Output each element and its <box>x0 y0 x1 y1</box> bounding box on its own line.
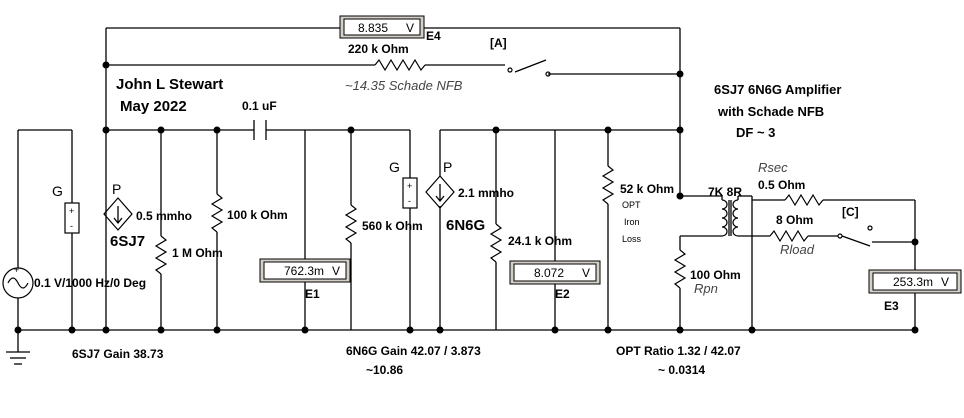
wiring <box>17 27 916 352</box>
output-transformer[interactable] <box>721 199 739 237</box>
meter-e1-value: 762.3m <box>284 264 324 278</box>
meter-e3-value: 253.3m <box>893 275 933 289</box>
meter-e2-value: 8.072 <box>534 266 564 280</box>
s1-probe-plus: + <box>69 206 74 216</box>
switch-a[interactable] <box>507 67 551 77</box>
stage1-p-label: P <box>112 181 121 197</box>
resistor-rload[interactable] <box>769 229 809 243</box>
iron-loss-line2: Iron <box>624 217 640 227</box>
resistor-24k-label: 24.1 k Ohm <box>508 234 572 248</box>
resistor-rsec[interactable] <box>784 193 824 207</box>
meter-e2[interactable]: 8.072 V <box>509 260 601 285</box>
meter-e4[interactable]: 8.835 V <box>339 15 425 39</box>
ac-source[interactable]: + 0.1 V/1000 Hz/0 Deg <box>2 265 146 299</box>
stage2-gm-label: 2.1 mmho <box>458 186 514 200</box>
resistor-1m-label: 1 M Ohm <box>172 246 223 260</box>
meter-e1-name: E1 <box>305 287 320 301</box>
rload-value: 8 Ohm <box>776 213 813 227</box>
opt-ratio-label: 7K 8R <box>708 185 742 199</box>
resistor-52k[interactable] <box>601 165 615 205</box>
ground-icon <box>6 351 30 365</box>
stage2-gain: 6N6G Gain 42.07 / 3.873 <box>346 344 481 358</box>
meter-e1-unit: V <box>332 264 340 278</box>
opt-ratio-text: OPT Ratio 1.32 / 42.07 <box>616 344 741 358</box>
meter-e4-name: E4 <box>426 29 441 43</box>
s2-probe-plus: + <box>407 181 412 191</box>
stage1-current-source[interactable] <box>72 130 133 231</box>
author-date: May 2022 <box>120 98 187 115</box>
stage2-grid-probe[interactable]: + - <box>402 177 418 209</box>
resistor-100k-label: 100 k Ohm <box>227 208 288 222</box>
source-plus-sign: + <box>14 265 19 275</box>
title-line1: 6SJ7 6N6G Amplifier <box>714 82 841 97</box>
meter-e1[interactable]: 762.3m V <box>259 258 351 283</box>
meter-e3-name: E3 <box>884 299 899 313</box>
rpn-label: Rpn <box>694 281 718 296</box>
coupling-capacitor[interactable] <box>253 120 267 140</box>
stage2-g-label: G <box>389 159 400 175</box>
resistor-560k-label: 560 k Ohm <box>362 219 423 233</box>
resistor-24k[interactable] <box>489 223 503 263</box>
resistor-220k[interactable] <box>374 58 426 72</box>
s2-probe-minus: - <box>408 196 411 206</box>
meter-e2-name: E2 <box>555 287 570 301</box>
resistor-560k[interactable] <box>344 204 358 244</box>
resistor-52k-label: 52 k Ohm <box>620 182 674 196</box>
opt-ratio-sub: ~ 0.0314 <box>658 363 705 377</box>
author-name: John L Stewart <box>116 76 223 93</box>
switch-a-label: [A] <box>490 36 507 50</box>
resistor-1m[interactable] <box>154 235 168 275</box>
capacitor-label: 0.1 uF <box>242 99 277 113</box>
stage2-current-source[interactable] <box>425 175 455 209</box>
meter-e4-unit: V <box>406 21 414 35</box>
meter-e4-value: 8.835 <box>358 21 388 35</box>
stage1-grid-probe[interactable]: + - <box>64 202 80 234</box>
nfb-resistor-label: 220 k Ohm <box>348 42 409 56</box>
switch-c[interactable] <box>837 225 873 239</box>
rsec-value: 0.5 Ohm <box>758 178 805 192</box>
stage2-tube-label: 6N6G <box>446 217 485 234</box>
title-line2: with Schade NFB <box>717 104 824 119</box>
source-label: 0.1 V/1000 Hz/0 Deg <box>34 276 146 290</box>
switch-c-label: [C] <box>842 205 859 219</box>
rsec-label: Rsec <box>758 160 788 175</box>
iron-loss-line3: Loss <box>622 234 642 244</box>
resistor-100k[interactable] <box>210 193 224 233</box>
s1-probe-minus: - <box>70 221 73 231</box>
stage2-p-label: P <box>443 159 452 175</box>
junctions <box>14 61 919 334</box>
meter-e2-unit: V <box>582 266 590 280</box>
stage1-gm-label: 0.5 mmho <box>136 209 192 223</box>
stage1-g-label: G <box>52 183 63 199</box>
title-line3: DF ~ 3 <box>736 125 775 140</box>
stage1-tube-label: 6SJ7 <box>110 233 145 250</box>
rpn-value: 100 Ohm <box>690 268 741 282</box>
stage1-gain: 6SJ7 Gain 38.73 <box>72 347 164 361</box>
stage2-gain-sub: ~10.86 <box>366 363 403 377</box>
meter-e3[interactable]: 253.3m V <box>868 269 962 294</box>
iron-loss-line1: OPT <box>622 200 641 210</box>
rload-label: Rload <box>780 242 815 257</box>
resistor-rpn[interactable] <box>673 249 687 289</box>
nfb-note: ~14.35 Schade NFB <box>345 78 463 93</box>
meter-e3-unit: V <box>941 275 949 289</box>
